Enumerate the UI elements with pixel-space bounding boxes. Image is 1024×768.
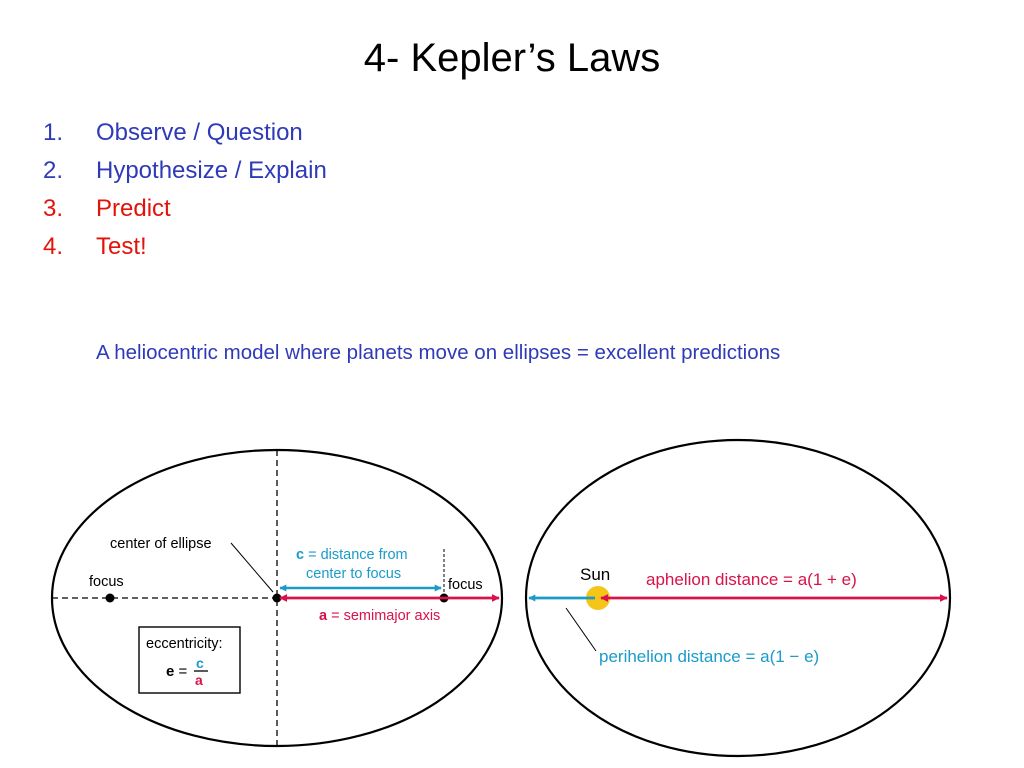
sun-icon <box>586 586 610 610</box>
c-text-line1: = distance from <box>304 547 408 563</box>
e-equals: = <box>174 663 187 680</box>
center-leader-line <box>230 542 274 593</box>
method-steps-list: 1. Observe / Question 2. Hypothesize / Exp… <box>43 114 327 266</box>
c-symbol: c <box>296 547 304 563</box>
a-symbol: a <box>319 608 328 624</box>
eccentricity-box <box>138 626 241 694</box>
a-definition: a = semimajor axis <box>319 608 440 624</box>
step-item: 3. Predict <box>43 190 327 228</box>
step-label: Observe / Question <box>96 119 303 146</box>
right-ellipse-diagram: Sun aphelion distance = a(1 + e) perihel… <box>524 438 952 758</box>
perihelion-label: perihelion distance = a(1 − e) <box>599 647 819 666</box>
step-number: 4. <box>43 233 64 260</box>
sun-label: Sun <box>580 565 610 584</box>
c-text-line2: center to focus <box>306 566 401 582</box>
fraction-numerator: c <box>196 655 204 671</box>
left-ellipse-diagram: focus focus center of ellipse c = distan… <box>50 448 504 748</box>
focus-left-dot <box>105 593 115 603</box>
focus-right-label: focus <box>448 577 483 593</box>
step-number: 1. <box>43 119 64 146</box>
slide-title: 4- Kepler’s Laws <box>363 36 661 80</box>
a-text: = semimajor axis <box>327 608 440 624</box>
center-of-ellipse-label: center of ellipse <box>110 536 212 552</box>
step-item: 2. Hypothesize / Explain <box>43 152 327 190</box>
eccentricity-formula: e = <box>166 663 188 680</box>
step-number: 3. <box>43 195 64 222</box>
step-label: Predict <box>96 195 171 222</box>
step-item: 4. Test! <box>43 228 327 266</box>
perihelion-leader-line <box>565 607 597 652</box>
fraction-denominator: a <box>195 672 203 688</box>
focus-left-label: focus <box>89 574 124 590</box>
c-definition-line1: c = distance from <box>296 547 408 563</box>
step-number: 2. <box>43 157 64 184</box>
step-item: 1. Observe / Question <box>43 114 327 152</box>
e-symbol: e <box>166 663 174 680</box>
step-label: Hypothesize / Explain <box>96 157 327 184</box>
aphelion-label: aphelion distance = a(1 + e) <box>646 570 857 589</box>
orbit-ellipse-right <box>524 438 952 758</box>
heliocentric-note: A heliocentric model where planets move … <box>96 341 781 364</box>
eccentricity-label: eccentricity: <box>146 636 223 652</box>
step-label: Test! <box>96 233 147 260</box>
